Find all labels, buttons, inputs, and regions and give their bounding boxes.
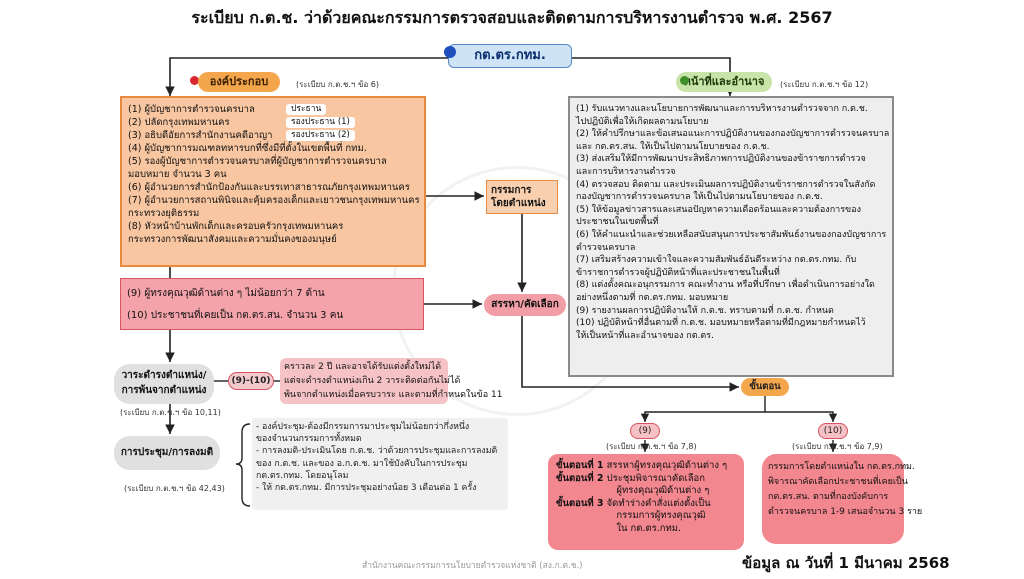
duty-line: (3) ส่งเสริมให้มีการพัฒนาประสิทธิภาพการป… (576, 154, 866, 165)
steps-right-ref: (ระเบียบ ก.ต.ช.ฯ ข้อ 7,9) (792, 442, 883, 451)
composition-label: องค์ประกอบ (198, 72, 280, 92)
duty-line: (4) ตรวจสอบ ติดตาม และประเมินผลการปฏิบัต… (576, 179, 876, 190)
meeting-line: - การลงมติ-ประเมินโดย ก.ต.ช. ว่าด้วยการป… (256, 446, 498, 457)
composition-members-box: (1) ผู้บัญชาการตำรวจนครบาล (2) ปลัดกรุงเ… (120, 96, 426, 267)
member-line: กระทรวงการพัฒนาสังคมและความมั่นคงของมนุษ… (128, 234, 337, 245)
meeting-line: ของจำนวนกรรมการทั้งหมด (256, 434, 362, 445)
selected-members-box: (9) ผู้ทรงคุณวุฒิด้านต่าง ๆ ไม่น้อยกว่า … (120, 278, 424, 330)
duties-ref: (ระเบียบ ก.ต.ช.ฯ ข้อ 12) (780, 80, 869, 89)
step-line: ขั้นตอนที่ 3 จัดทำร่างคำสั่งแต่งตั้งเป็น (556, 498, 736, 511)
page-title: ระเบียบ ก.ต.ช. ว่าด้วยคณะกรรมการตรวจสอบแ… (191, 8, 833, 27)
step-line: ผู้ทรงคุณวุฒิด้านต่าง ๆ (556, 485, 736, 498)
step-text: สรรหาผู้ทรงคุณวุฒิด้านต่าง ๆ (606, 460, 728, 471)
step-line: กต.ตร.สน. ตามที่กองบังคับการ (768, 492, 889, 502)
step-line: ขั้นตอนที่ 2 ประชุมพิจารณาคัดเลือก (556, 473, 736, 486)
composition-dot (190, 76, 199, 85)
footer-agency: สำนักงานคณะกรรมการนโยบายตำรวจแห่งชาติ (ส… (362, 561, 583, 571)
member-line: (5) รองผู้บัญชาการตำรวจนครบาลที่ผู้บัญชา… (128, 156, 387, 167)
duties-label: หน้าที่และอำนาจ (676, 72, 772, 92)
step-line: ตำรวจนครบาล 1-9 เสนอจำนวน 3 ราย (768, 507, 923, 517)
duty-line: ให้เป็นหน้าที่และอำนาจของ กต.ตร. (576, 330, 714, 341)
selected-line: (10) ประชาชนที่เคยเป็น กต.ตร.สน. จำนวน 3… (127, 310, 344, 321)
duty-line: ข้าราชการตำรวจผู้ปฏิบัติหน้าที่และประชาช… (576, 267, 780, 278)
duty-line: และ กต.ตร.สน. ให้เป็นไปตามนโยบายของ ก.ต.… (576, 141, 770, 152)
term-line: แต่จะดำรงตำแหน่งเกิน 2 วาระติดต่อกันไม่ไ… (284, 376, 461, 386)
duty-line: ไปปฏิบัติเพื่อให้เกิดผลตามนโยบาย (576, 116, 709, 127)
step-text: ใน กต.ตร.กทม. (556, 522, 682, 534)
meeting-box: - องค์ประชุม-ต้องมีกรรมการมาประชุมไม่น้อ… (252, 418, 508, 510)
steps-left-box: ขั้นตอนที่ 1 สรรหาผู้ทรงคุณวุฒิด้านต่าง … (548, 454, 744, 550)
term-ref: (ระเบียบ ก.ต.ช.ฯ ข้อ 10,11) (120, 408, 221, 417)
step-text: กรรมการผู้ทรงคุณวุฒิ (556, 510, 706, 521)
data-date: ข้อมูล ณ วันที่ 1 มีนาคม 2568 (742, 554, 950, 572)
step-line: ใน กต.ตร.กทม. (556, 523, 736, 536)
member-line: (8) หัวหน้าบ้านพักเด็กและครอบครัวกรุงเทพ… (128, 221, 344, 232)
selected-list: (9) ผู้ทรงคุณวุฒิด้านต่าง ๆ ไม่น้อยกว่า … (127, 287, 343, 323)
term-box: คราวละ 2 ปี และอาจได้รับแต่งตั้งใหม่ได้ … (280, 358, 503, 404)
meeting-ref: (ระเบียบ ก.ต.ช.ฯ ข้อ 42,43) (124, 484, 225, 493)
member-line: กระทรวงยุติธรรม (128, 208, 200, 219)
duties-list: (1) รับแนวทางและนโยบายการพัฒนาและการบริห… (576, 103, 889, 342)
duty-line: (9) รายงานผลการปฏิบัติงานให้ ก.ต.ช. ทราบ… (576, 305, 834, 316)
committee-box: กต.ตร.กทม. (448, 44, 572, 68)
selection-label: สรรหา/คัดเลือก (484, 294, 566, 316)
meeting-line: - องค์ประชุม-ต้องมีกรรมการมาประชุมไม่น้อ… (256, 422, 470, 432)
selected-line: (9) ผู้ทรงคุณวุฒิด้านต่าง ๆ ไม่น้อยกว่า … (127, 288, 325, 299)
step-text: จัดทำร่างคำสั่งแต่งตั้งเป็น (606, 497, 711, 509)
meeting-line: กต.ตร.กทม. โดยอนุโลม (256, 470, 349, 481)
term-scope: (9)-(10) (228, 372, 274, 390)
step-line: พิจารณาคัดเลือกประชาชนที่เคยเป็น (768, 477, 908, 487)
duty-line: (1) รับแนวทางและนโยบายการพัฒนาและการบริห… (576, 104, 868, 114)
duty-line: และการบริหารงานตำรวจ (576, 166, 676, 177)
meeting-line: - ให้ กต.ตร.กทม. มีการประชุมอย่างน้อย 3 … (256, 483, 477, 494)
member-list: (1) ผู้บัญชาการตำรวจนครบาล (2) ปลัดกรุงเ… (128, 103, 420, 246)
term-line: คราวละ 2 ปี และอาจได้รับแต่งตั้งใหม่ได้ (284, 362, 442, 372)
role-vice-chair-1: รองประธาน (1) (286, 117, 355, 128)
step-label: ขั้นตอนที่ 3 (556, 497, 604, 509)
ex-officio-box: กรรมการ โดยตำแหน่ง (486, 180, 558, 214)
member-line: (4) ผู้บัญชาการมณฑลทหารบกที่ซึ่งมีที่ตั้… (128, 143, 367, 154)
steps-label: ขั้นตอน (741, 378, 789, 396)
step-text: ประชุมพิจารณาคัดเลือก (606, 472, 705, 484)
member-line: (6) ผู้อำนวยการสำนักป้องกันและบรรเทาสาธา… (128, 182, 410, 193)
duty-line: (8) แต่งตั้งคณะอนุกรรมการ คณะทำงาน หรือท… (576, 280, 875, 291)
member-line: (7) ผู้อำนวยการสถานพินิจและคุ้มครองเด็กแ… (128, 195, 420, 206)
member-line: (3) อธิบดีอัยการสำนักงานคดีอาญา (128, 130, 273, 141)
step-label: ขั้นตอนที่ 1 (556, 460, 604, 471)
term-line: พ้นจากตำแหน่งเมื่อครบวาระ และตามที่กำหนด… (284, 390, 503, 400)
duties-dot (680, 76, 689, 85)
ex-officio-label: กรรมการ โดยตำแหน่ง (491, 185, 546, 209)
composition-ref: (ระเบียบ ก.ต.ช.ฯ ข้อ 6) (296, 80, 379, 89)
term-label: วาระดำรงตำแหน่ง/การพ้นจากตำแหน่ง (114, 364, 214, 404)
step-text: ผู้ทรงคุณวุฒิด้านต่าง ๆ (556, 485, 710, 496)
steps-left-num: (9) (630, 423, 660, 439)
duty-line: อย่างหนึ่งตามที่ กต.ตร.กทม. มอบหมาย (576, 292, 729, 303)
steps-left-ref: (ระเบียบ ก.ต.ช.ฯ ข้อ 7,8) (606, 442, 697, 451)
step-label: ขั้นตอนที่ 2 (556, 472, 604, 484)
steps-right-num: (10) (818, 423, 848, 439)
member-line: มอบหมาย จำนวน 3 คน (128, 169, 227, 180)
duty-line: (2) ให้คำปรึกษาและข้อเสนอแนะการปฏิบัติงา… (576, 129, 890, 140)
steps-right-box: กรรมการโดยตำแหน่งใน กต.ตร.กทม. พิจารณาคั… (762, 454, 923, 544)
duty-line: (5) ให้ข้อมูลข่าวสารและเสนอปัญหาความเดือ… (576, 204, 861, 215)
duty-line: (10) ปฏิบัติหน้าที่อื่นตามที่ ก.ต.ช. มอบ… (576, 318, 866, 329)
committee-dot (444, 46, 456, 58)
duty-line: (7) เสริมสร้างความเข้าใจและความสัมพันธ์อ… (576, 255, 857, 266)
duty-line: (6) ให้คำแนะนำและช่วยเหลือสนับสนุนการประ… (576, 229, 887, 240)
role-vice-chair-2: รองประธาน (2) (286, 130, 355, 141)
meeting-label: การประชุม/การลงมติ (114, 436, 220, 470)
member-line: (1) ผู้บัญชาการตำรวจนครบาล (128, 104, 255, 115)
duty-line: ตำรวจนครบาล (576, 242, 636, 253)
step-line: กรรมการผู้ทรงคุณวุฒิ (556, 510, 736, 523)
member-line: (2) ปลัดกรุงเทพมหานคร (128, 117, 230, 128)
step-line: ขั้นตอนที่ 1 สรรหาผู้ทรงคุณวุฒิด้านต่าง … (556, 460, 736, 473)
step-line: กรรมการโดยตำแหน่งใน กต.ตร.กทม. (768, 462, 915, 472)
role-chair: ประธาน (286, 104, 327, 115)
meeting-line: ของ ก.ต.ช. และของ อ.ก.ต.ช. มาใช้บังคับใน… (256, 458, 468, 469)
duties-box: (1) รับแนวทางและนโยบายการพัฒนาและการบริห… (568, 96, 894, 377)
duty-line: ประชาชนในเขตพื้นที่ (576, 217, 659, 228)
duty-line: กองบัญชาการตำรวจนครบาล ให้เป็นไปตามนโยบา… (576, 192, 823, 203)
